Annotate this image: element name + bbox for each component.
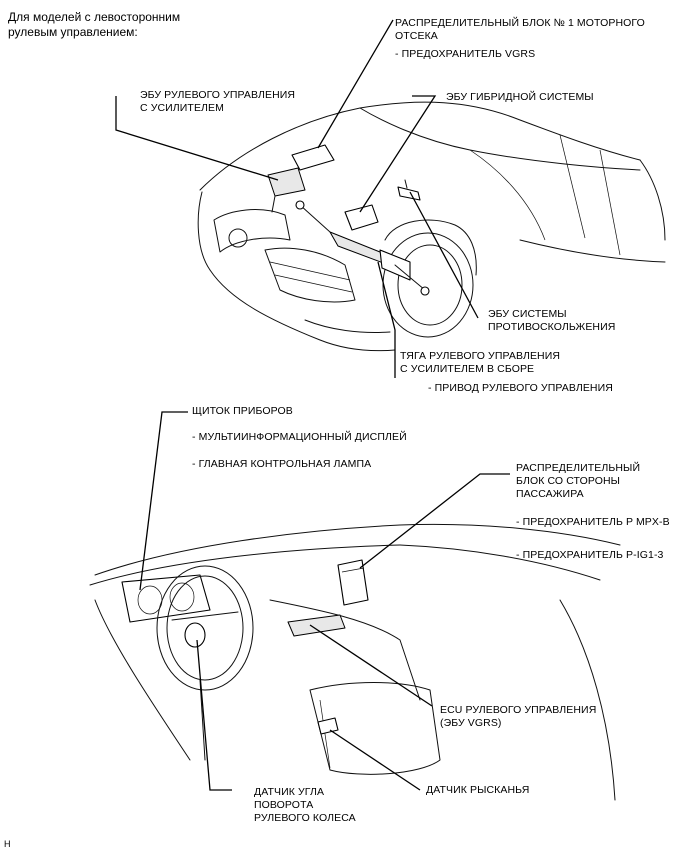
label-steering-actuator: - ПРИВОД РУЛЕВОГО УПРАВЛЕНИЯ	[428, 382, 613, 394]
label-yaw-sensor: ДАТЧИК РЫСКАНЬЯ	[426, 784, 530, 796]
car-body-drawing	[197, 101, 666, 352]
label-engine-relay-block: РАСПРЕДЕЛИТЕЛЬНЫЙ БЛОК № 1 МОТОРНОГО ОТС…	[395, 17, 645, 42]
label-skid-ecu: ЭБУ СИСТЕМЫ ПРОТИВОСКОЛЬЖЕНИЯ	[488, 308, 616, 333]
figure-code: H	[4, 839, 11, 849]
label-hybrid-ecu: ЭБУ ГИБРИДНОЙ СИСТЕМЫ	[446, 91, 594, 103]
label-combination-meter: ЩИТОК ПРИБОРОВ	[192, 405, 293, 417]
page-header: Для моделей с левосторонним рулевым упра…	[8, 10, 181, 39]
label-multi-display: - МУЛЬТИИНФОРМАЦИОННЫЙ ДИСПЛЕЙ	[192, 431, 407, 443]
label-vgrs-fuse: - ПРЕДОХРАНИТЕЛЬ VGRS	[395, 48, 536, 60]
label-fuse-pig13: - ПРЕДОХРАНИТЕЛЬ P-IG1-3	[516, 549, 664, 561]
label-passenger-jb: РАСПРЕДЕЛИТЕЛЬНЫЙ БЛОК СО СТОРОНЫ ПАССАЖ…	[516, 462, 641, 500]
dashboard-drawing	[89, 523, 621, 801]
leader-lines	[115, 19, 510, 791]
label-vgrs-ecu: ECU РУЛЕВОГО УПРАВЛЕНИЯ (ЭБУ VGRS)	[440, 704, 597, 729]
label-steering-angle-sensor: ДАТЧИК УГЛА ПОВОРОТА РУЛЕВОГО КОЛЕСА	[254, 786, 356, 824]
label-master-warning: - ГЛАВНАЯ КОНТРОЛЬНАЯ ЛАМПА	[192, 458, 372, 470]
label-eps-ecu: ЭБУ РУЛЕВОГО УПРАВЛЕНИЯ С УСИЛИТЕЛЕМ	[140, 89, 296, 114]
label-steering-link: ТЯГА РУЛЕВОГО УПРАВЛЕНИЯ С УСИЛИТЕЛЕМ В …	[400, 350, 561, 375]
label-fuse-mpxb: - ПРЕДОХРАНИТЕЛЬ P MPX-B	[516, 516, 670, 528]
